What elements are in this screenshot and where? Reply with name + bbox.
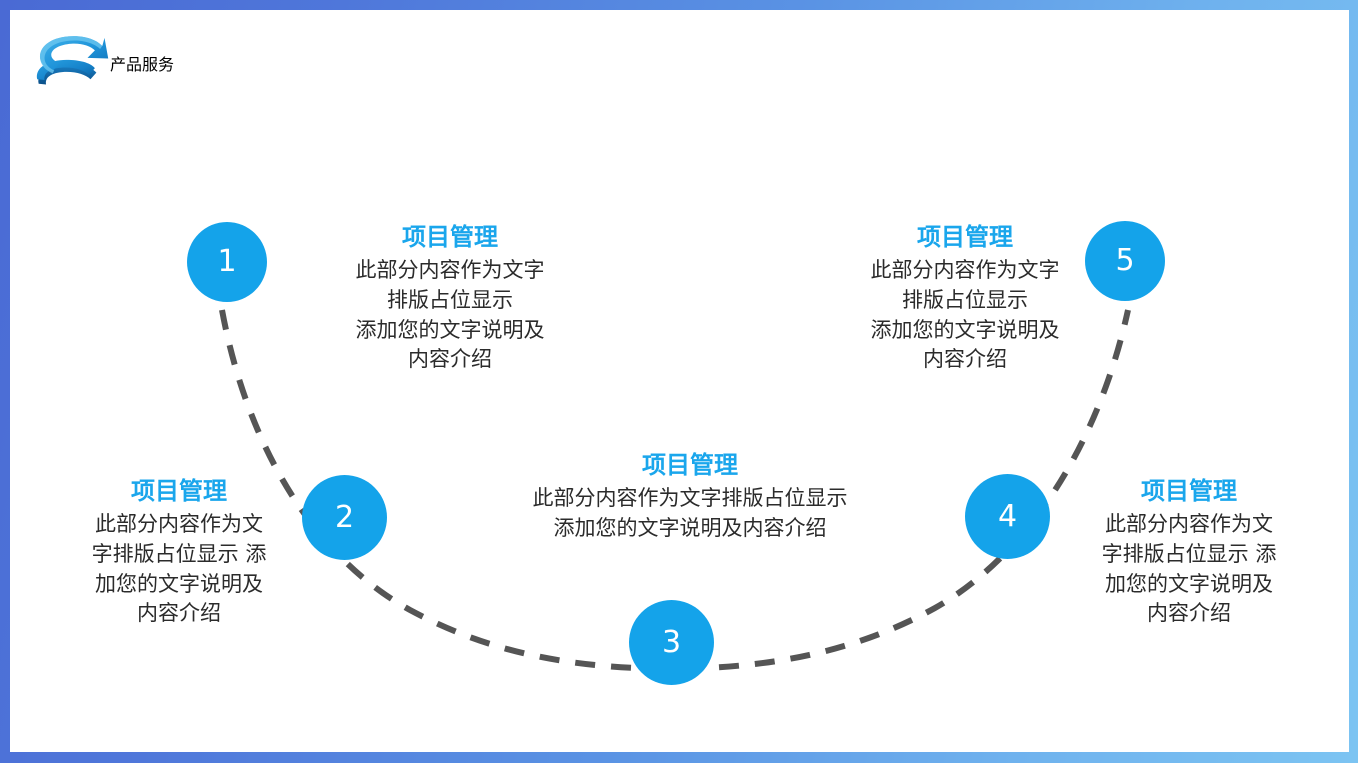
spiral-arrow-icon: [36, 36, 109, 85]
content-block-4: 项目管理 此部分内容作为文 字排版占位显示 添 加您的文字说明及 内容介绍: [1058, 476, 1320, 629]
block-title: 项目管理: [1141, 477, 1237, 505]
block-title: 项目管理: [917, 223, 1013, 251]
node-number: 4: [997, 498, 1018, 534]
block-title: 项目管理: [642, 451, 738, 479]
node-number: 5: [1115, 243, 1135, 278]
node-number: 2: [334, 499, 355, 535]
content-block-5: 项目管理 此部分内容作为文字 排版占位显示 添加您的文字说明及 内容介绍: [820, 222, 1110, 375]
page-title: 产品服务: [110, 57, 175, 74]
content-block-1: 项目管理 此部分内容作为文字 排版占位显示 添加您的文字说明及 内容介绍: [305, 222, 595, 375]
block-body: 此部分内容作为文字排版占位显示 添加您的文字说明及内容介绍: [532, 486, 848, 540]
content-block-2: 项目管理 此部分内容作为文 字排版占位显示 添 加您的文字说明及 内容介绍: [48, 476, 310, 629]
timeline-node-1[interactable]: 1: [187, 222, 267, 302]
node-number: 3: [661, 624, 682, 660]
block-body: 此部分内容作为文 字排版占位显示 添 加您的文字说明及 内容介绍: [1101, 512, 1277, 626]
slide-canvas: 产品服务 1 2 3 4 5 项目管理 此部分内容作为文字 排版占位显示 添加您…: [10, 10, 1349, 752]
block-title: 项目管理: [402, 223, 498, 251]
block-body: 此部分内容作为文 字排版占位显示 添 加您的文字说明及 内容介绍: [91, 512, 267, 626]
node-number: 1: [217, 244, 237, 279]
content-block-3: 项目管理 此部分内容作为文字排版占位显示 添加您的文字说明及内容介绍: [470, 450, 910, 544]
timeline-node-3[interactable]: 3: [629, 600, 714, 685]
timeline-node-2[interactable]: 2: [302, 475, 387, 560]
block-title: 项目管理: [131, 477, 227, 505]
timeline-node-4[interactable]: 4: [965, 474, 1050, 559]
timeline-node-5[interactable]: 5: [1085, 221, 1165, 301]
block-body: 此部分内容作为文字 排版占位显示 添加您的文字说明及 内容介绍: [870, 258, 1060, 372]
block-body: 此部分内容作为文字 排版占位显示 添加您的文字说明及 内容介绍: [355, 258, 545, 372]
slide-header: 产品服务: [28, 26, 174, 100]
